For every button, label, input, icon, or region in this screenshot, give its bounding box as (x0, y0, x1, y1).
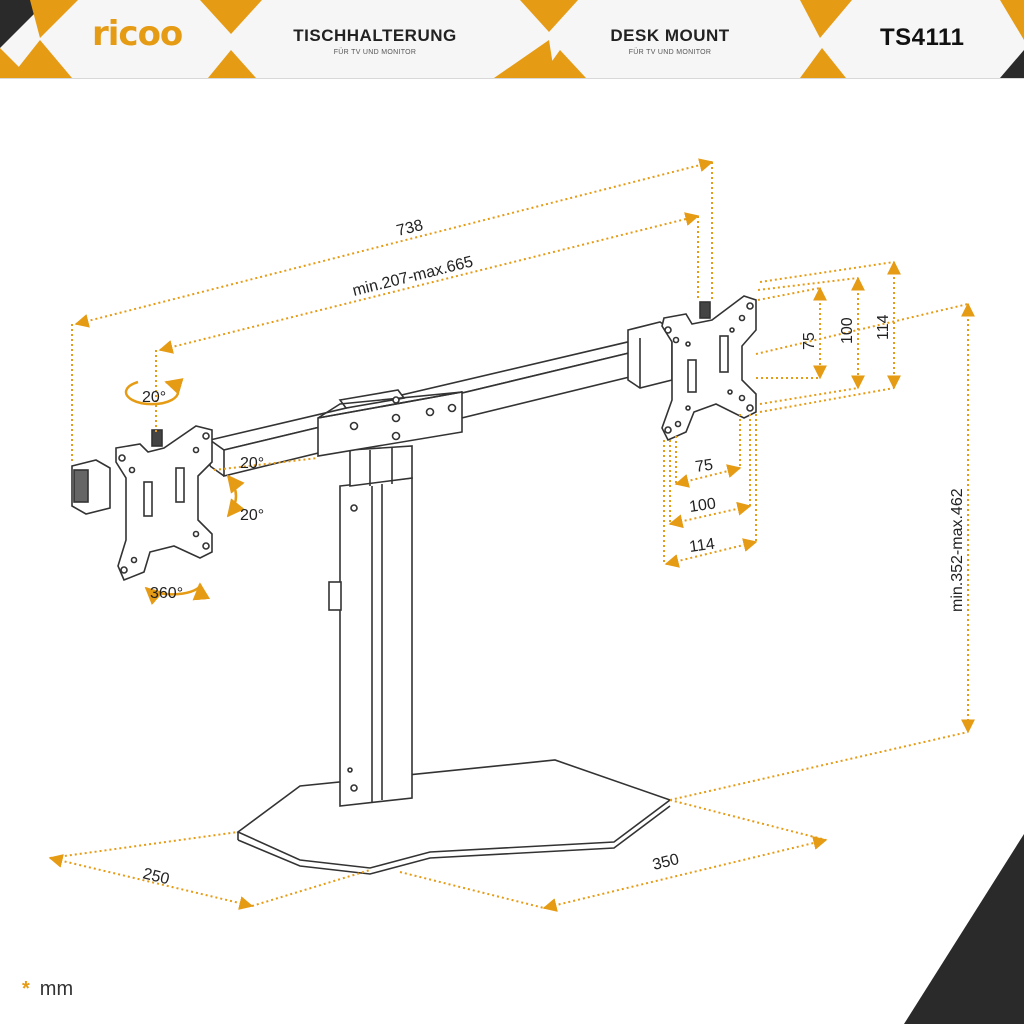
label-vesa-h-100: 100 (688, 495, 717, 516)
label-vesa-v-100: 100 (839, 317, 856, 344)
header-accent-left-mid (10, 40, 72, 78)
tilt-top-arc (124, 378, 184, 406)
label-vesa-v-75: 75 (801, 332, 818, 350)
rotation-arcs (124, 378, 245, 606)
legend-symbol: * (22, 978, 30, 1000)
header-accent-left-top (30, 0, 78, 38)
header-accent-5 (494, 40, 555, 78)
header-accent-2 (200, 0, 262, 34)
unit-legend: * mm (22, 978, 73, 1001)
header-accent-6 (540, 50, 586, 78)
label-base-width: 350 (651, 851, 681, 874)
dim-line-base-width (542, 836, 828, 912)
label-rotation: 360° (150, 585, 183, 602)
dim-line-total-width (74, 158, 714, 328)
left-vesa-plate (115, 425, 213, 582)
label-base-depth: 250 (141, 865, 171, 888)
right-tilt-knob (699, 301, 711, 319)
title-english-text: DESK MOUNT (610, 26, 730, 45)
title-german-text: TISCHHALTERUNG (293, 26, 457, 45)
label-vesa-v-114: 114 (875, 314, 892, 340)
tilt-side-arc (226, 474, 245, 518)
corner-dark-triangle (904, 834, 1024, 1024)
label-height: min.352-max.462 (949, 488, 966, 612)
header-accent-3 (208, 50, 256, 78)
header-accent-4 (520, 0, 578, 32)
title-german: TISCHHALTERUNG FÜR TV UND MONITOR (262, 26, 488, 56)
label-total-width: 738 (395, 217, 425, 240)
dimension-diagram: 738 min.207-max.665 min.352-max.462 75 1… (48, 158, 975, 912)
pole-top (349, 445, 413, 487)
header-decoration (0, 0, 1024, 78)
label-tilt-down: 20° (240, 507, 264, 524)
label-vesa-h-75: 75 (694, 457, 714, 476)
brand-logo: ricoo (92, 14, 183, 54)
header-dark-triangle-right (1000, 50, 1024, 78)
legend-unit: mm (39, 978, 74, 1000)
brand-logo-text: ricoo (92, 14, 183, 54)
header-accent-8 (800, 48, 846, 78)
label-vesa-h-114: 114 (688, 536, 716, 556)
base-plate (236, 759, 672, 869)
label-tilt-up: 20° (240, 455, 264, 472)
dim-line-arm-span (158, 212, 700, 354)
cable-clip (328, 581, 342, 611)
title-english: DESK MOUNT FÜR TV UND MONITOR (580, 26, 760, 56)
header-bar: ricoo TISCHHALTERUNG FÜR TV UND MONITOR … (0, 0, 1024, 79)
dim-line-vesa-h-75 (674, 464, 742, 488)
dimension-lines (48, 158, 975, 912)
dim-line-vesa-h-100 (668, 501, 752, 529)
label-tilt-top: 20° (142, 389, 166, 406)
header-accent-9 (1000, 0, 1024, 40)
left-tilt-knob (151, 429, 163, 447)
swivel-arc (144, 582, 210, 606)
subtitle-german-text: FÜR TV UND MONITOR (333, 49, 417, 56)
subtitle-english-text: FÜR TV UND MONITOR (628, 49, 712, 56)
corner-decoration (904, 834, 1024, 1024)
model-number: TS4111 (880, 24, 965, 51)
pole-outer (339, 477, 413, 807)
dim-line-vesa-h-114 (664, 538, 758, 568)
header-accent-7 (800, 0, 852, 38)
